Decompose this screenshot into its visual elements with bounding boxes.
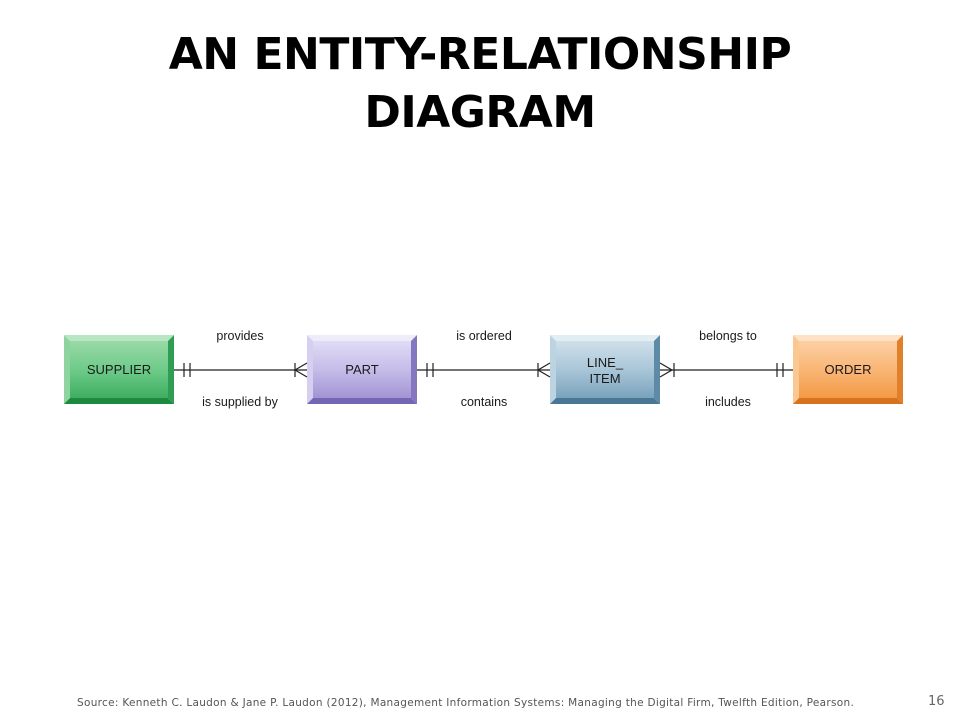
relationship-label-bottom: contains	[461, 395, 508, 409]
cardinality-crowsfoot-mark	[536, 362, 551, 378]
relationship-label-top: provides	[216, 329, 263, 343]
entity-supplier[interactable]: SUPPLIER	[64, 335, 174, 404]
cardinality-crowsfoot-mark	[293, 362, 308, 378]
cardinality-crowsfoot-mark	[659, 362, 674, 378]
part-bevel-bottom	[307, 398, 417, 404]
relationship-label-bottom: is supplied by	[202, 395, 278, 409]
line-item-bevel-top	[550, 335, 660, 341]
slide-title-line-2: DIAGRAM	[364, 87, 596, 138]
slide-title-line-1: AN ENTITY-RELATIONSHIP	[168, 29, 792, 80]
entity-label-order: ORDER	[825, 362, 872, 377]
line-item-face	[556, 341, 654, 398]
part-bevel-right	[411, 335, 417, 404]
order-bevel-left	[793, 335, 799, 404]
entity-part[interactable]: PART	[307, 335, 417, 404]
line-item-bevel-bottom	[550, 398, 660, 404]
entity-label-line-item-2: ITEM	[589, 371, 620, 386]
supplier-bevel-right	[168, 335, 174, 404]
supplier-bevel-left	[64, 335, 70, 404]
entity-label-line-item-1: LINE_	[587, 355, 624, 370]
entity-label-supplier: SUPPLIER	[87, 362, 151, 377]
source-citation: Source: Kenneth C. Laudon & Jane P. Laud…	[77, 697, 855, 709]
part-bevel-left	[307, 335, 313, 404]
part-bevel-top	[307, 335, 417, 341]
relationship-label-top: belongs to	[699, 329, 757, 343]
supplier-bevel-bottom	[64, 398, 174, 404]
page-number: 16	[928, 694, 945, 709]
order-bevel-right	[897, 335, 903, 404]
relationship-line-item-order: belongs to includes	[659, 329, 793, 409]
er-diagram-canvas: SUPPLIER PART LINE_ ITEM	[64, 329, 903, 409]
entity-line-item[interactable]: LINE_ ITEM	[550, 335, 660, 404]
line-item-bevel-right	[654, 335, 660, 404]
er-diagram: SUPPLIER PART LINE_ ITEM	[0, 320, 960, 420]
slide-title: AN ENTITY-RELATIONSHIP DIAGRAM	[0, 26, 960, 142]
relationship-label-bottom: includes	[705, 395, 751, 409]
entity-order[interactable]: ORDER	[793, 335, 903, 404]
relationship-part-line-item: is ordered contains	[417, 329, 551, 409]
relationship-label-top: is ordered	[456, 329, 512, 343]
part-face	[313, 341, 411, 398]
supplier-face	[70, 341, 168, 398]
supplier-bevel-top	[64, 335, 174, 341]
entity-label-part: PART	[345, 362, 379, 377]
order-bevel-bottom	[793, 398, 903, 404]
line-item-bevel-left	[550, 335, 556, 404]
relationship-supplier-part: provides is supplied by	[174, 329, 308, 409]
order-bevel-top	[793, 335, 903, 341]
order-face	[799, 341, 897, 398]
